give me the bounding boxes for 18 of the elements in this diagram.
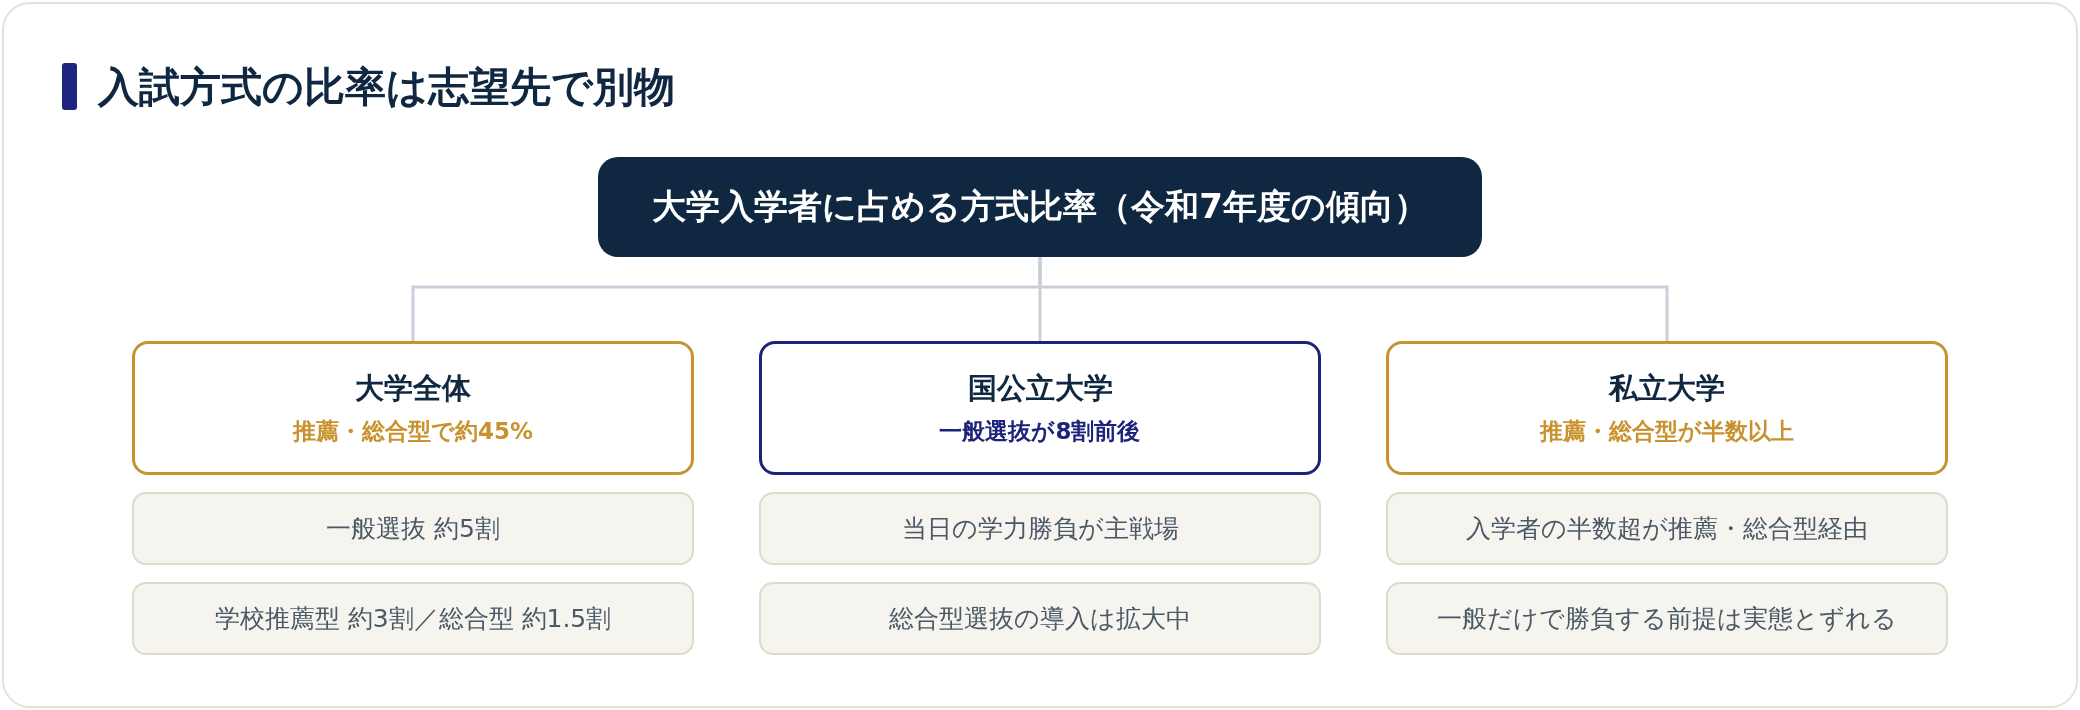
note-box: 入学者の半数超が推薦・総合型経由 [1386,492,1948,565]
category-box [1386,341,1948,475]
category-title: 大学全体 [355,370,471,406]
category-box [759,341,1321,475]
category-subtitle: 推薦・総合型で約45% [292,417,534,446]
category-title: 私立大学 [1609,370,1725,406]
note-box: 当日の学力勝負が主戦場 [759,492,1321,565]
note-box: 一般だけで勝負する前提は実態とずれる [1386,582,1948,655]
diagram-title: 入試方式の比率は志望先で別物 [98,62,675,113]
note-box: 学校推薦型 約3割／総合型 約1.5割 [132,582,694,655]
header-box: 大学入学者に占める方式比率（令和7年度の傾向） [598,157,1482,257]
category-subtitle: 推薦・総合型が半数以上 [1540,417,1794,446]
note-box: 一般選抜 約5割 [132,492,694,565]
category-subtitle: 一般選抜が8割前後 [939,417,1141,446]
note-box: 総合型選抜の導入は拡大中 [759,582,1321,655]
category-title: 国公立大学 [967,370,1113,406]
connector-line [1038,257,1669,341]
category-box [132,341,694,475]
